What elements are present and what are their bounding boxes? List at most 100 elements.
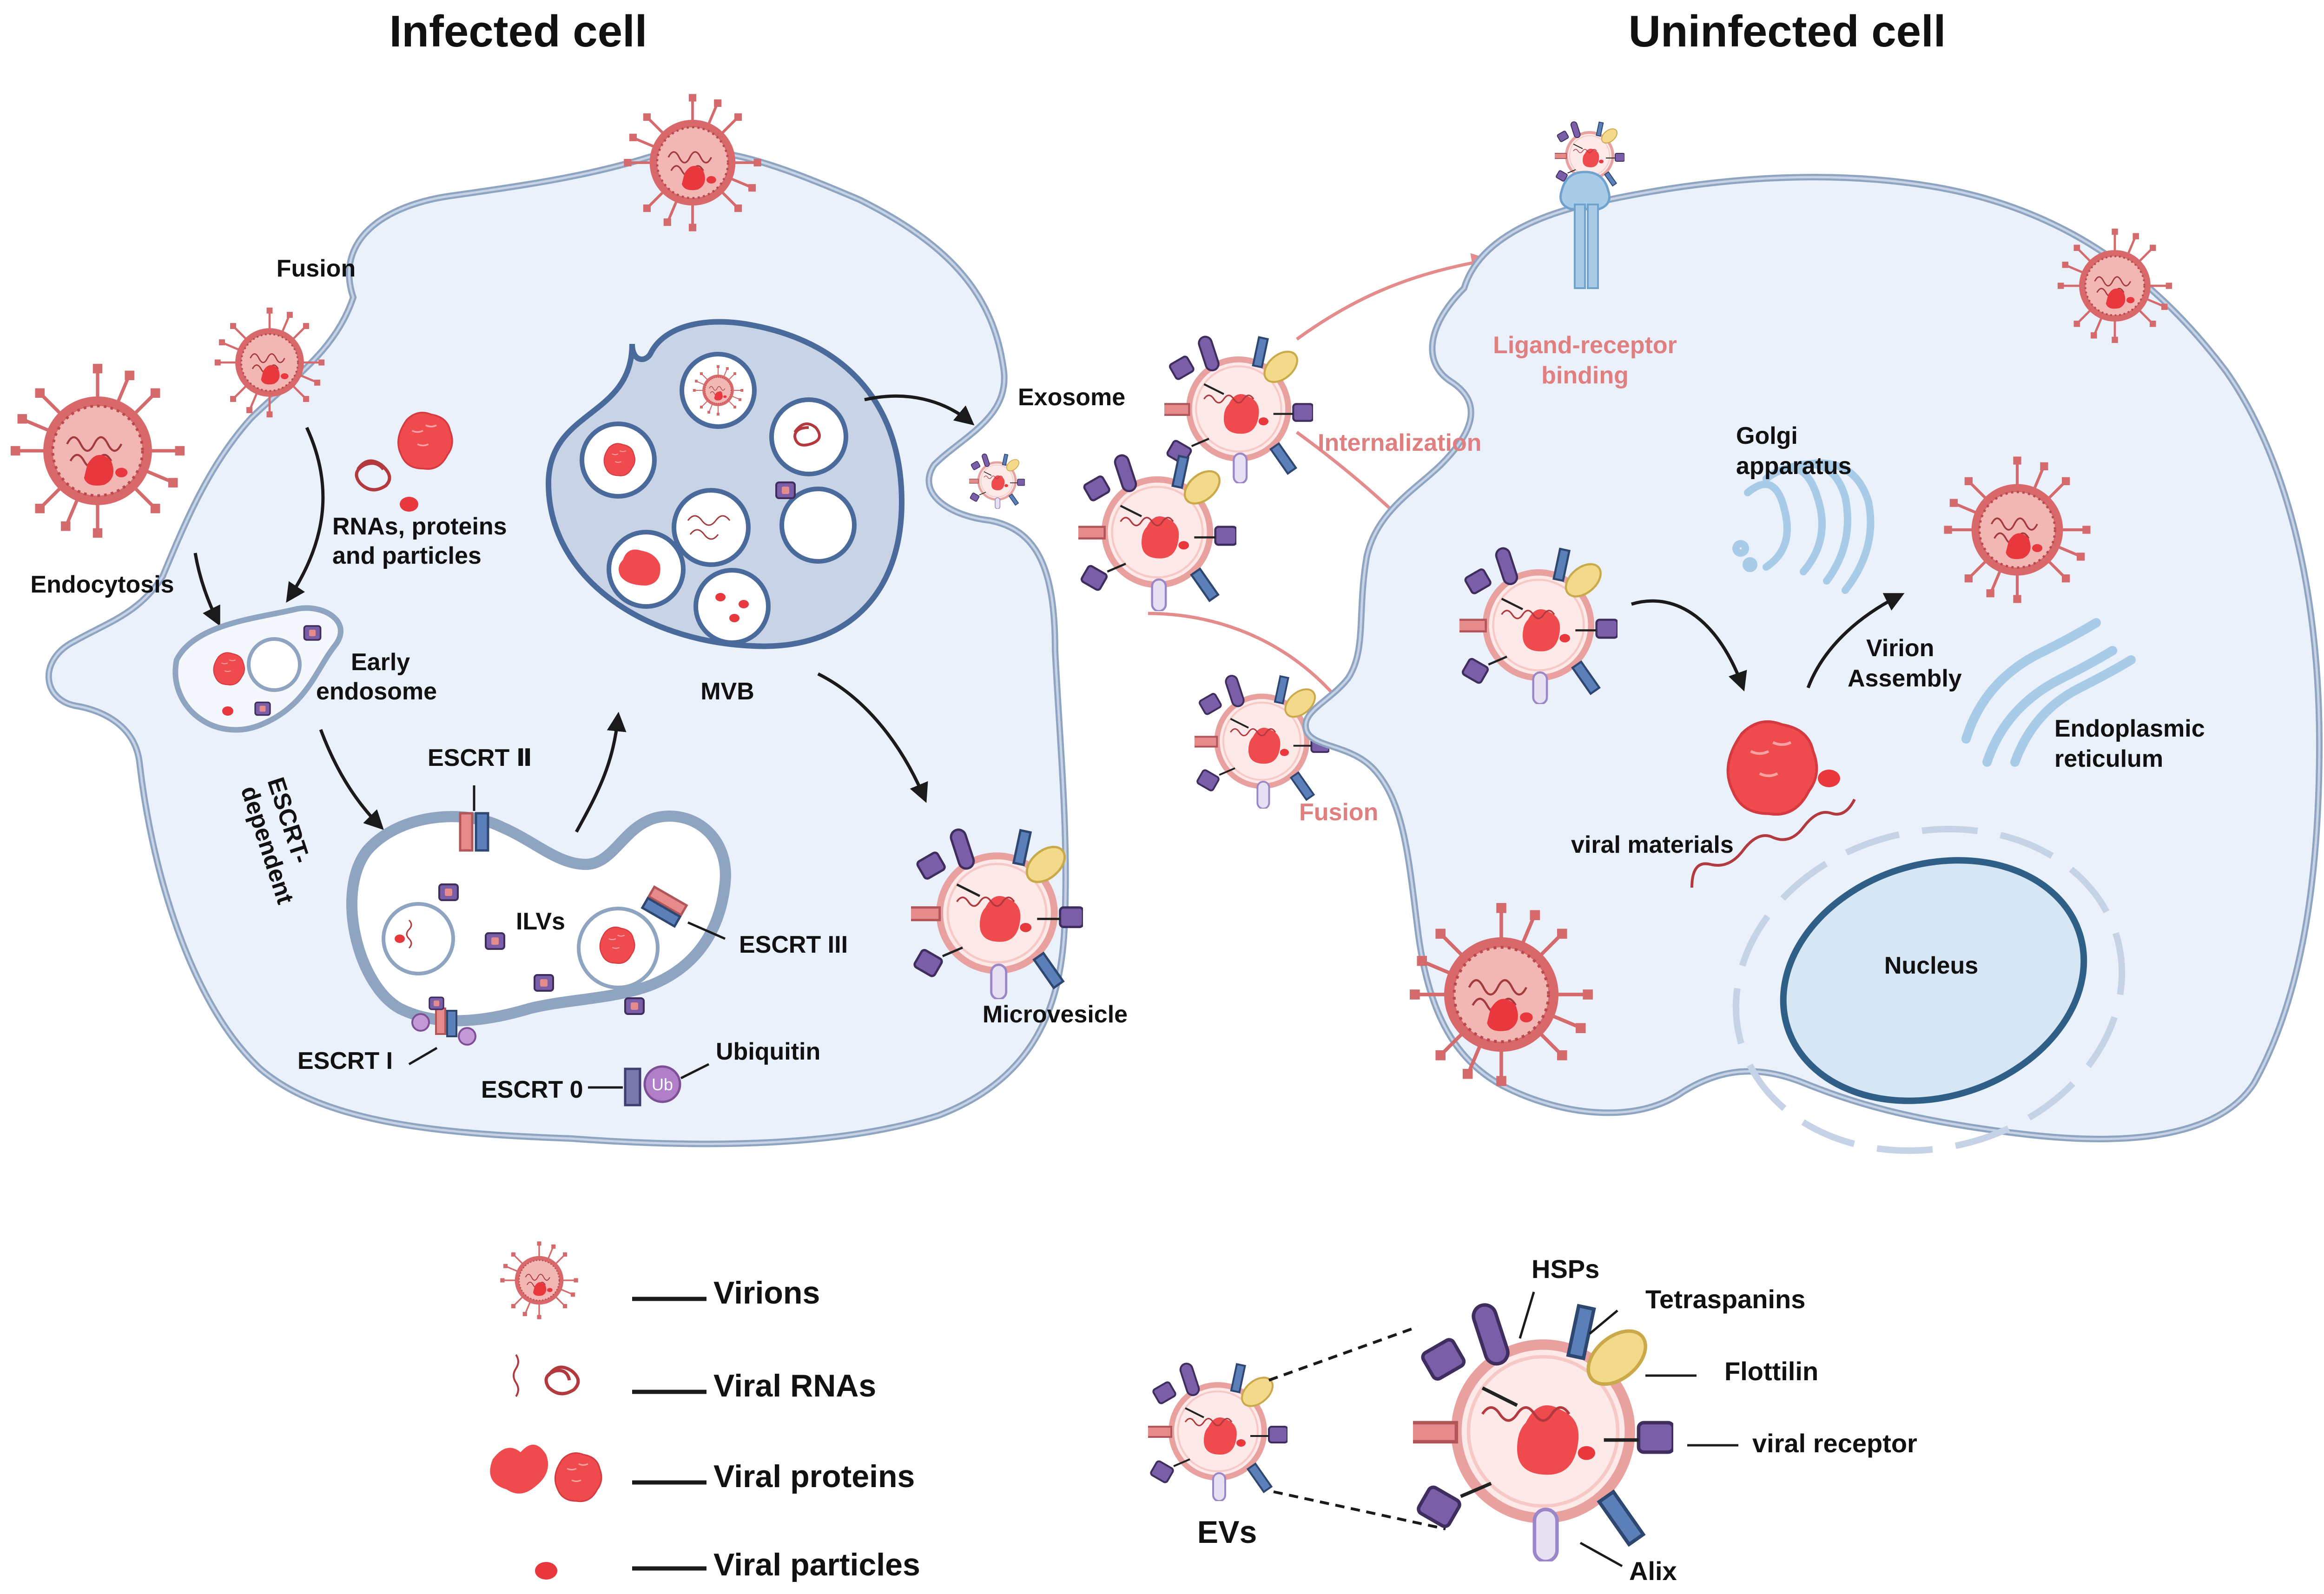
escrt2-label: ESCRT Ⅱ: [428, 744, 532, 771]
virion-top-icon: [624, 94, 761, 231]
mvb-vesicle-7: [693, 568, 771, 645]
legend-virions-label: Virions: [713, 1275, 820, 1311]
ilvs-label: ILVs: [516, 908, 565, 935]
mvb-particle-b: [739, 600, 749, 608]
virion-endocytosis-icon: [11, 364, 185, 538]
evs-label: EVs: [1197, 1515, 1257, 1550]
ilv-1-rna: [406, 919, 412, 949]
legend-rna-strand-icon: [513, 1354, 519, 1397]
golgi-label-line1: Golgi: [1736, 422, 1798, 449]
escrt3-complex: [640, 885, 688, 928]
ilv-receptor-1: [438, 883, 459, 901]
ilv-receptor-2: [485, 932, 505, 950]
ubiquitin-leader: [680, 1063, 710, 1080]
early-endosome-label-line2: endosome: [316, 678, 437, 705]
mvb-rna-icon: [687, 515, 731, 540]
ev-zoom-line-top: [1268, 1325, 1419, 1382]
viral-materials-protein-icon: [1728, 722, 1817, 814]
legend-particle-icon: [535, 1562, 557, 1580]
microvesicle-icon: [905, 828, 1083, 999]
ev-small-icon: [1143, 1362, 1287, 1501]
fusion-arrow: [286, 427, 325, 603]
infected-cell-title: Infected cell: [390, 7, 647, 56]
mvb-particle-a: [715, 593, 726, 601]
legend-rna-ball-icon: [544, 1365, 580, 1396]
ligand-label-line1: Ligand-receptor: [1493, 332, 1677, 359]
ev-zoom-line-bottom: [1273, 1490, 1446, 1530]
golgi-label-line2: apparatus: [1736, 453, 1852, 480]
rna-cluster-icon: [355, 459, 391, 492]
flottilin-label: Flottilin: [1724, 1357, 1818, 1386]
escrt-arrow: [319, 729, 384, 830]
ligand-label-line2: binding: [1541, 362, 1629, 389]
membrane-receptor-icon: [1559, 171, 1611, 289]
early-endosome-label-line1: Early: [351, 649, 410, 676]
ilv-receptor-3: [534, 974, 554, 992]
ilv-2-protein-icon: [599, 926, 635, 964]
rnas-label-line1: RNAs, proteins: [332, 513, 507, 540]
virion-assembly-line2: Assembly: [1848, 665, 1962, 692]
hsps-leader: [1519, 1291, 1535, 1339]
ubiquitin-circle: [643, 1065, 681, 1103]
budding-exosome-icon: [967, 453, 1025, 509]
mvb-receptor-icon: [775, 481, 796, 499]
alix-leader: [1579, 1541, 1623, 1568]
escrt1-leader: [408, 1047, 438, 1066]
nuclear-envelope-outer: [1732, 826, 2126, 1154]
escrt1-label: ESCRT I: [297, 1047, 393, 1074]
mvb-to-exosome-arrow: [864, 394, 975, 426]
transfer-ev-middle-icon: [1073, 454, 1236, 611]
internalization-label: Internalization: [1318, 429, 1481, 456]
er-label-line2: reticulum: [2054, 745, 2163, 772]
endoplasmic-reticulum: [1961, 618, 2136, 767]
escrt1-complex: [411, 996, 476, 1046]
uninfected-virion-assembled-icon: [1944, 456, 2090, 603]
ilv-1: [382, 902, 455, 975]
protein-cluster-icon: [397, 412, 453, 470]
virion-fusion-icon: [215, 308, 324, 417]
mvb-vesicle-3: [769, 397, 848, 476]
ilv-1-particle: [395, 935, 405, 943]
uninfected-virion-top-icon: [2058, 229, 2172, 343]
internalized-ev-icon: [1454, 547, 1618, 704]
assembly-arrow: [1806, 593, 1905, 689]
mvb-rna-ball-icon: [793, 422, 821, 447]
legend-virion-icon: [500, 1241, 579, 1320]
mvb-protein2-icon: [619, 549, 660, 586]
legend-proteins-label: Viral proteins: [713, 1459, 915, 1494]
mvb-label: MVB: [700, 678, 754, 705]
uninfected-cell-inner-line: [1304, 176, 2321, 1140]
escrt0-label: ESCRT 0: [481, 1076, 583, 1103]
fusion-label: Fusion: [277, 255, 356, 282]
escrt0-bar: [624, 1067, 641, 1107]
legend-protein-a-icon: [490, 1444, 548, 1494]
escrt3-leader: [687, 921, 726, 940]
viral-materials-particle-icon: [1818, 770, 1840, 787]
particle-cluster-icon: [400, 497, 418, 512]
tetraspanins-label: Tetraspanins: [1645, 1284, 1805, 1314]
ilv-receptor-4: [624, 997, 645, 1015]
mvb-protein-icon: [603, 443, 635, 476]
nucleus-label: Nucleus: [1884, 952, 1978, 979]
microvesicle-label: Microvesicle: [983, 1001, 1128, 1028]
legend-protein-b-icon: [554, 1452, 602, 1502]
ilv-to-mvb-arrow: [574, 711, 627, 833]
fusion-transfer-label: Fusion: [1299, 799, 1378, 826]
ev-to-materials-arrow: [1631, 599, 1747, 692]
endosome-receptor-icon: [303, 625, 322, 641]
uninfected-cell-title: Uninfected cell: [1629, 7, 1946, 56]
escrt2-pink-bar: [459, 812, 474, 852]
early-endosome-vesicle: [247, 637, 302, 692]
ubiquitin-label: Ubiquitin: [716, 1038, 820, 1065]
infected-cell-inner-line: [47, 149, 1067, 1146]
legend-rnas-label: Viral RNAs: [713, 1368, 876, 1403]
hsps-label: HSPs: [1532, 1254, 1599, 1284]
escrt2-blue-bar: [475, 812, 489, 852]
alix-label: Alix: [1629, 1556, 1677, 1586]
viral-materials-rna-icon: [1690, 798, 1856, 888]
endocytosis-arrow: [193, 553, 220, 626]
mvb-vesicle-5: [779, 487, 857, 564]
endosome-receptor2-icon: [254, 701, 271, 716]
er-label-line1: Endoplasmic: [2054, 715, 2205, 742]
